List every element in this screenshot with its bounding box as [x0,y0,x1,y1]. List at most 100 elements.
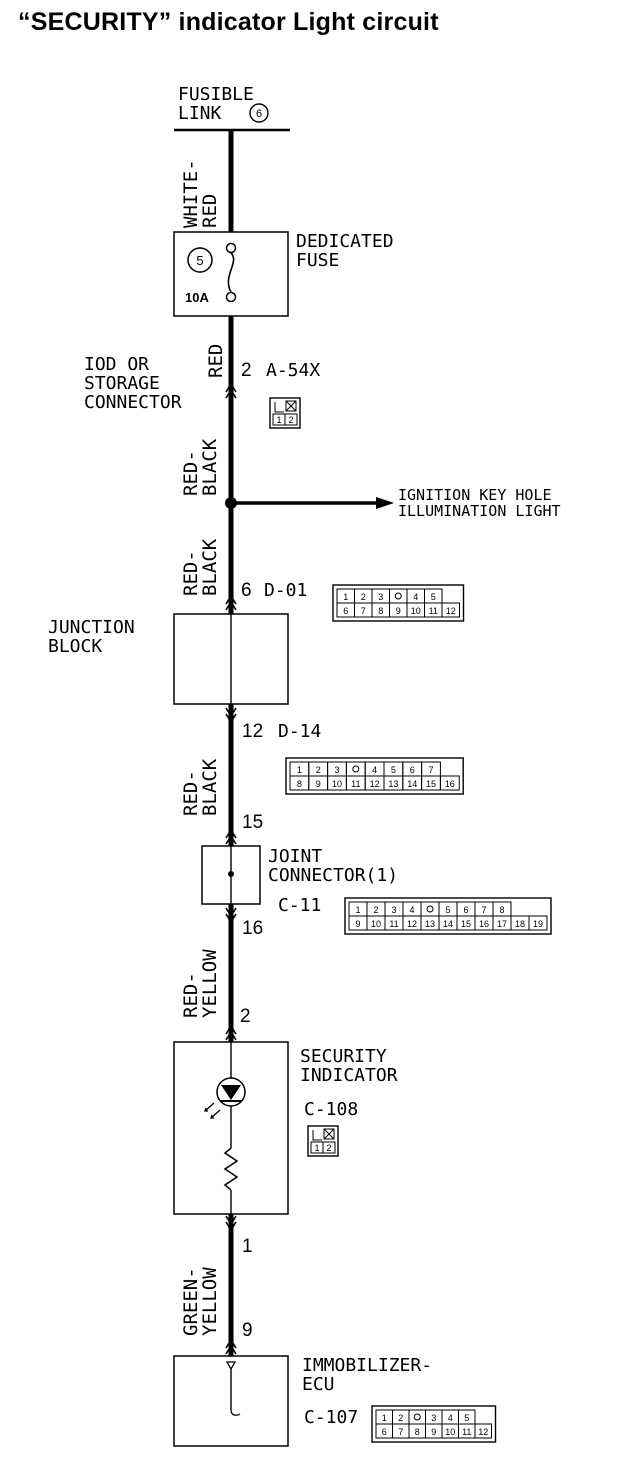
c107-pin: 2 [398,1413,403,1423]
wire-green-yellow-label-2: YELLOW [199,1267,221,1336]
d14-pin: 8 [297,779,302,789]
a54x-connector-name: A-54X [266,360,320,381]
d14-pin: 4 [372,765,377,775]
c11-pin: 1 [355,905,360,915]
joint-label-1: JOINT [268,846,322,867]
connector-15-arrow-icon [225,828,237,845]
d01-pin: 10 [411,606,421,616]
dedicated-fuse-box [173,231,289,317]
a54x-frame [269,397,301,429]
d01-connector-name: D-01 [264,580,307,601]
c108-lock-icon [323,1128,335,1140]
light-ray-icon-2 [210,1109,221,1119]
c108-pin: 2 [326,1143,331,1153]
junction-label-1: JUNCTION [48,617,135,638]
fuse-element-icon [227,252,235,293]
fuse-terminal-bottom [225,291,237,303]
c107-pin: 9 [431,1427,436,1437]
ecu-label-1: IMMOBILIZER- [302,1355,432,1376]
c11-pin: 2 [373,905,378,915]
security-label-2: INDICATOR [300,1065,398,1086]
d14-pin: 15 [426,779,436,789]
d01-pin: 8 [378,606,383,616]
c11-pin: 3 [391,905,396,915]
c107-pin: 11 [462,1427,471,1437]
c11-pin: 14 [443,919,453,929]
fuse-rating: 10A [185,290,209,305]
d14-pin: 7 [428,765,433,775]
wire-red-black-3-label-1: RED- [180,770,202,816]
connector-a54x-arrow-icon [225,382,237,399]
wire-red-black-2-label-2: BLACK [199,538,221,596]
dedicated-fuse-label-2: FUSE [296,250,339,271]
c11-pin: 4 [409,905,414,915]
c108-pin-in: 2 [240,1006,251,1027]
fuse-number-circle [187,247,213,273]
fuse-terminal-top [225,242,237,254]
d01-pin: 9 [396,606,401,616]
d14-pin: 12 [370,779,380,789]
c11-pin: 7 [481,905,486,915]
connector-d01-arrow-icon [225,594,237,611]
a54x-pin: 2 [288,415,293,425]
branch-label-2: ILLUMINATION LIGHT [398,502,561,520]
fuse-number: 5 [196,253,203,268]
c108-lock-cross [323,1128,335,1140]
c11-pin: 19 [533,919,543,929]
fusible-link-number: 6 [256,108,262,120]
d01-pin: 7 [361,606,366,616]
a54x-lock-cross [285,400,297,412]
d01-pin: 1 [343,592,348,602]
d01-pin: 11 [429,606,438,616]
d14-pin: 2 [316,765,321,775]
d14-pin: 5 [391,765,396,775]
c108-connector-name: C-108 [304,1099,358,1120]
c107-key-icon [413,1413,421,1421]
c107-pin: 7 [398,1427,403,1437]
c108-frame [307,1125,339,1157]
c11-pin: 17 [497,919,507,929]
wire-red-black-1-label-1: RED- [180,450,202,496]
d14-pin: 14 [407,779,417,789]
c107-pin: 1 [382,1413,387,1423]
fusible-link-label-1: FUSIBLE [178,84,254,105]
light-ray-icon-1 [204,1102,215,1112]
wire-white-red-label-2: RED [199,194,221,228]
wire-red-black-1-label-2: BLACK [199,438,221,496]
d01-pin: 5 [431,592,436,602]
c11-connector-name: C-11 [278,895,321,916]
c11-pin: 5 [445,905,450,915]
connector-d14-arrow-icon [225,707,237,724]
d14-key-icon [352,765,360,773]
a54x-cell [284,413,298,426]
c108-pin: 1 [314,1143,319,1153]
c107-pin: 10 [445,1427,455,1437]
a54x-key-mark [274,402,284,413]
d14-pin: 10 [332,779,342,789]
splice-dot [225,497,237,509]
connector-c107-arrow-icon [225,1338,237,1355]
d14-pin: 11 [351,779,360,789]
wire-red-black-2-label-1: RED- [180,550,202,596]
ecu-ground-icon [230,1409,241,1416]
joint-pin-in: 15 [242,812,263,833]
junction-label-2: BLOCK [48,636,102,657]
c11-cell [420,901,440,917]
diagram-title: “SECURITY” indicator Light circuit [18,8,439,36]
c11-pin: 18 [515,919,525,929]
wire-red-black-3-label-2: BLACK [199,758,221,816]
wire-red-yellow-label-1: RED- [180,972,202,1018]
d01-pin: 6 [343,606,348,616]
c107-pin: 5 [464,1413,469,1423]
d14-pin: 13 [388,779,398,789]
c107-pin-number: 9 [242,1320,253,1341]
d14-cell [439,775,460,791]
c108-cell [322,1141,336,1154]
